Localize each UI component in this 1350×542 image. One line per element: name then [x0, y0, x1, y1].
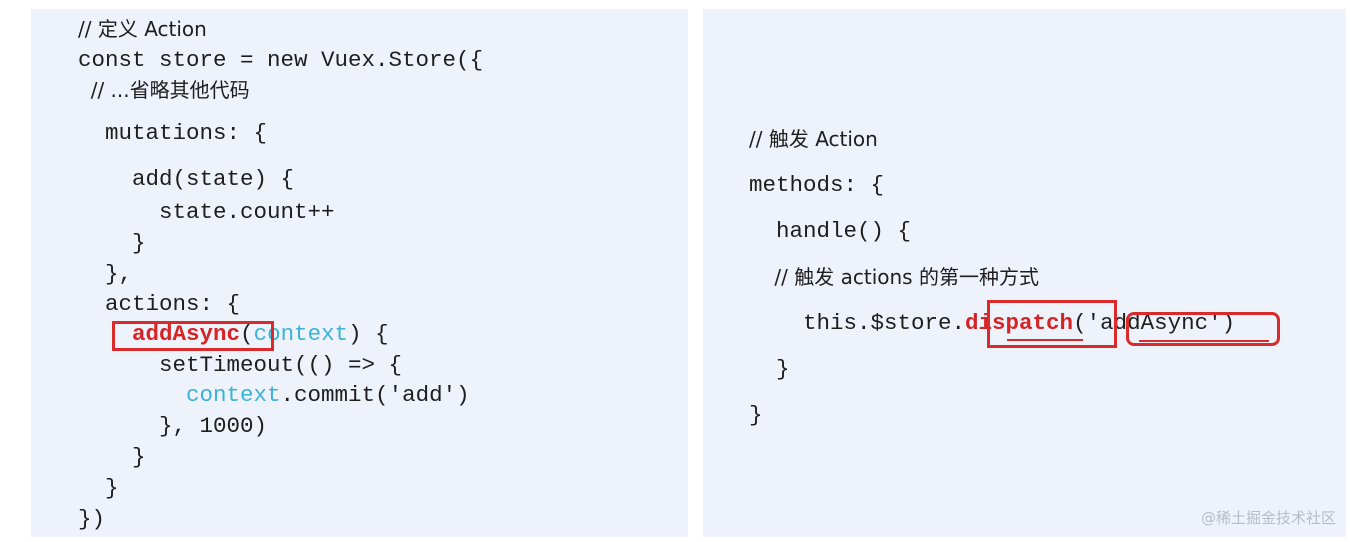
code-comment: // 触发 actions 的第一种方式 — [749, 265, 1039, 289]
watermark: @稀土掘金技术社区 — [1200, 509, 1336, 527]
code-line: } — [78, 444, 146, 470]
code-paren: ( — [240, 321, 254, 347]
code-line: addAsync(context) { — [78, 320, 389, 348]
context-ref: context — [186, 382, 281, 408]
code-line: // ...省略其他代码 — [78, 76, 250, 105]
code-line: actions: { — [78, 291, 241, 317]
code-paren: ) — [1221, 310, 1236, 336]
dispatch-highlight-box — [987, 300, 1117, 348]
code-line: mutations: { — [78, 120, 268, 146]
addasync-keyword: addAsync — [132, 321, 241, 347]
dispatch-keyword: dispatch — [965, 310, 1074, 336]
addasync-highlight-box — [112, 321, 274, 351]
code-line: // 触发 Action — [749, 125, 878, 154]
code-indent — [78, 382, 186, 408]
code-rest: ) { — [348, 321, 389, 347]
code-line: this.$store.dispatch('addAsync') — [749, 309, 1235, 337]
code-prefix: this.$store. — [749, 310, 966, 336]
code-line: add(state) { — [78, 166, 295, 192]
code-comment: // 触发 Action — [749, 127, 878, 151]
addasync-string-highlight-box — [1126, 312, 1280, 346]
left-code-panel: // 定义 Action const store = new Vuex.Stor… — [31, 9, 688, 537]
code-rest: .commit('add') — [280, 382, 470, 408]
code-line: } — [78, 230, 146, 256]
dispatch-underline — [1007, 339, 1083, 341]
code-line: }, 1000) — [78, 413, 268, 439]
right-code-panel: // 触发 Action methods: { handle() { // 触发… — [703, 9, 1346, 537]
code-paren: ( — [1073, 310, 1087, 336]
addasync-underline — [1139, 340, 1269, 342]
code-line: }, — [78, 261, 133, 287]
code-line: state.count++ — [78, 199, 335, 225]
code-line: } — [749, 356, 790, 382]
code-line: } — [78, 475, 119, 501]
code-line: handle() { — [749, 218, 912, 244]
code-line: methods: { — [749, 172, 885, 198]
code-line: // 定义 Action — [78, 15, 207, 44]
code-line: // 触发 actions 的第一种方式 — [749, 263, 1039, 292]
code-comment: // 定义 Action — [78, 17, 207, 41]
code-line: const store = new Vuex.Store({ — [78, 47, 484, 73]
code-line: } — [749, 402, 763, 428]
code-line: }) — [78, 506, 106, 532]
code-comment: // ...省略其他代码 — [78, 78, 250, 102]
code-line: context.commit('add') — [78, 381, 470, 409]
code-line: setTimeout(() => { — [78, 352, 403, 378]
context-param: context — [253, 321, 349, 347]
